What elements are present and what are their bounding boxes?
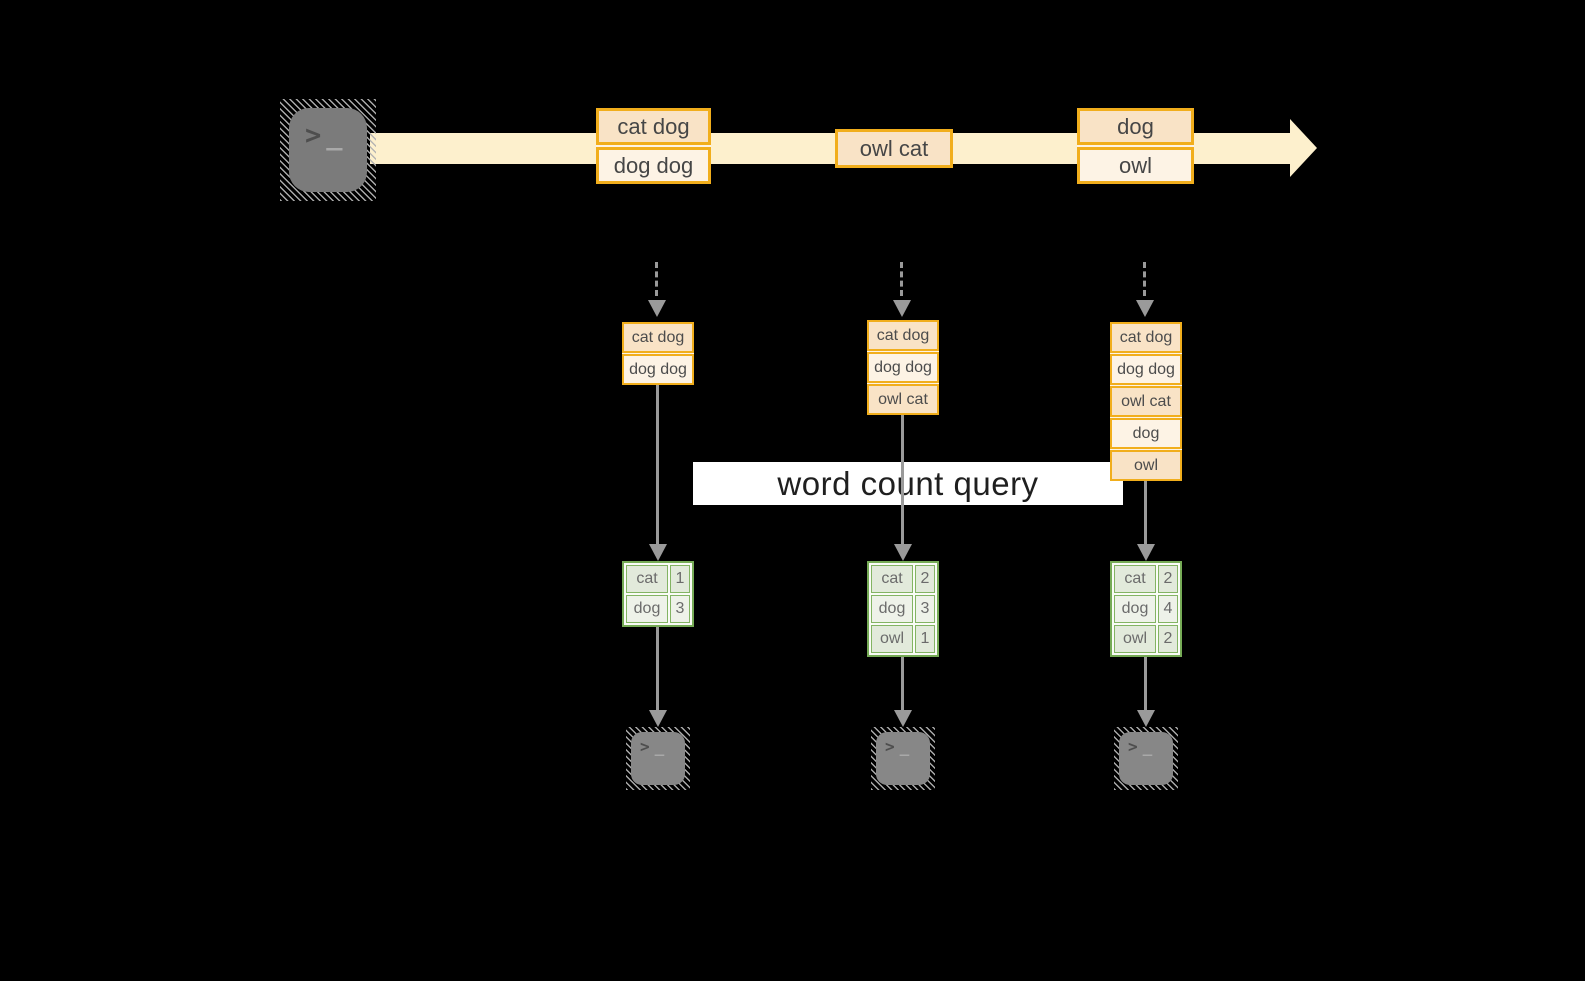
terminal-prompt-icon: >_ (305, 120, 343, 151)
buffer-cell: cat dog (622, 322, 694, 353)
arrow-line (1144, 481, 1147, 544)
count-word: dog (871, 595, 913, 623)
stream-message-1: cat dog dog dog (596, 108, 711, 184)
dashed-arrowhead-icon (893, 300, 911, 317)
count-value: 2 (1158, 565, 1178, 593)
prompt-cursor: _ (899, 737, 910, 756)
terminal-sink-2-icon: >_ (871, 727, 935, 790)
buffer-cell: cat dog (867, 320, 939, 351)
buffer-cell: owl cat (867, 384, 939, 415)
count-word: owl (871, 625, 913, 653)
count-value: 4 (1158, 595, 1178, 623)
count-word: cat (626, 565, 668, 593)
terminal-sink-3-icon: >_ (1114, 727, 1178, 790)
buffer-cell: owl cat (1110, 386, 1182, 417)
buffer-stack-1: cat dog dog dog (622, 322, 694, 385)
arrow-line (656, 385, 659, 544)
buffer-cell: dog dog (622, 354, 694, 385)
terminal-prompt-icon: >_ (885, 737, 909, 756)
message-cell: cat dog (596, 108, 711, 145)
terminal-body: >_ (289, 108, 367, 192)
terminal-prompt-icon: >_ (1128, 737, 1152, 756)
buffer-cell: dog dog (867, 352, 939, 383)
terminal-source-icon: >_ (280, 99, 376, 201)
arrow-line (1144, 657, 1147, 710)
terminal-body: >_ (1119, 732, 1173, 785)
stream-arrowhead-icon (1290, 119, 1317, 177)
buffer-cell: dog dog (1110, 354, 1182, 385)
buffer-stack-2: cat dog dog dog owl cat (867, 320, 939, 415)
prompt-chevron: > (1128, 737, 1138, 756)
stream-message-2: owl cat (835, 129, 953, 168)
arrow-line (901, 415, 904, 544)
prompt-chevron: > (885, 737, 895, 756)
count-value: 2 (915, 565, 935, 593)
prompt-chevron: > (305, 120, 322, 151)
buffer-cell: dog (1110, 418, 1182, 449)
buffer-cell: cat dog (1110, 322, 1182, 353)
count-table-3: cat 2 dog 4 owl 2 (1110, 561, 1182, 657)
count-word: owl (1114, 625, 1156, 653)
dashed-arrowhead-icon (648, 300, 666, 317)
count-value: 2 (1158, 625, 1178, 653)
prompt-chevron: > (640, 737, 650, 756)
arrowhead-icon (894, 710, 912, 727)
query-label: word count query (693, 462, 1123, 505)
terminal-prompt-icon: >_ (640, 737, 664, 756)
count-value: 3 (915, 595, 935, 623)
count-value: 1 (670, 565, 690, 593)
prompt-cursor: _ (654, 737, 665, 756)
buffer-cell: owl (1110, 450, 1182, 481)
count-value: 3 (670, 595, 690, 623)
message-cell: dog (1077, 108, 1194, 145)
count-value: 1 (915, 625, 935, 653)
arrowhead-icon (649, 544, 667, 561)
arrow-line (656, 627, 659, 710)
count-word: cat (1114, 565, 1156, 593)
buffer-stack-3: cat dog dog dog owl cat dog owl (1110, 322, 1182, 481)
message-cell: dog dog (596, 147, 711, 184)
dashed-arrow-line (655, 262, 658, 296)
stream-message-3: dog owl (1077, 108, 1194, 184)
count-table-2: cat 2 dog 3 owl 1 (867, 561, 939, 657)
arrowhead-icon (1137, 710, 1155, 727)
arrowhead-icon (894, 544, 912, 561)
dashed-arrowhead-icon (1136, 300, 1154, 317)
message-cell: owl (1077, 147, 1194, 184)
terminal-sink-1-icon: >_ (626, 727, 690, 790)
prompt-cursor: _ (326, 120, 343, 151)
prompt-cursor: _ (1142, 737, 1153, 756)
count-word: cat (871, 565, 913, 593)
arrowhead-icon (1137, 544, 1155, 561)
count-word: dog (1114, 595, 1156, 623)
dashed-arrow-line (1143, 262, 1146, 296)
arrowhead-icon (649, 710, 667, 727)
count-word: dog (626, 595, 668, 623)
dashed-arrow-line (900, 262, 903, 296)
count-table-1: cat 1 dog 3 (622, 561, 694, 627)
terminal-body: >_ (876, 732, 930, 785)
terminal-body: >_ (631, 732, 685, 785)
message-cell: owl cat (835, 129, 953, 168)
arrow-line (901, 657, 904, 710)
